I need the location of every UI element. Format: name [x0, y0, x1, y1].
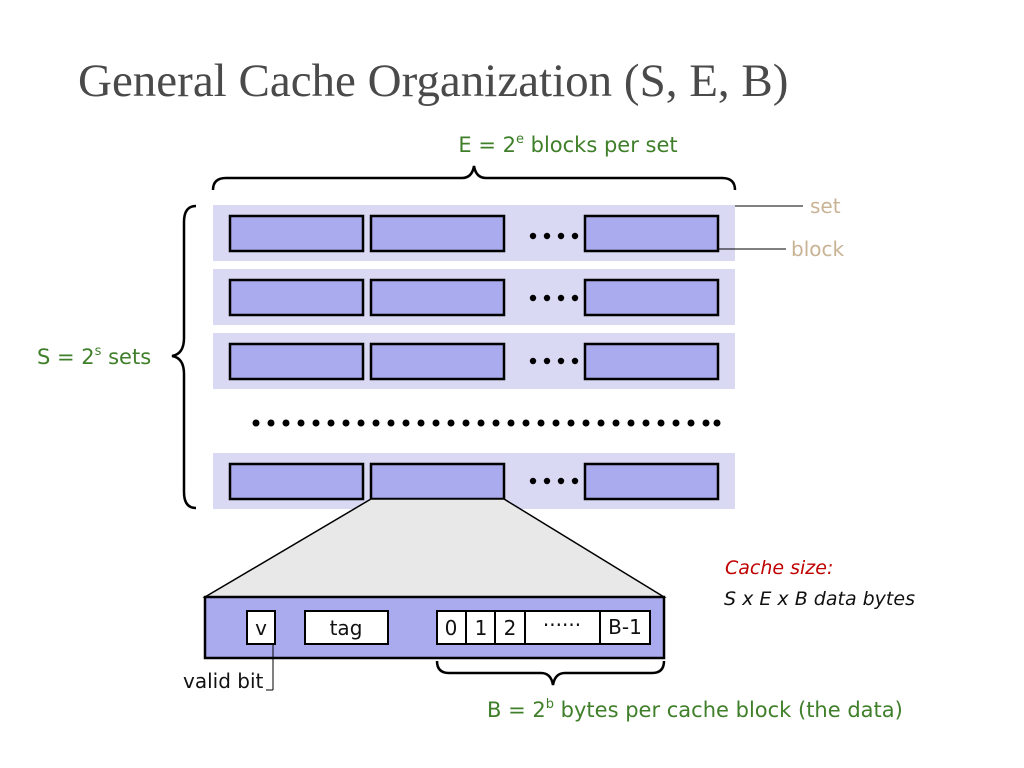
cache-block [583, 462, 720, 501]
blocks-per-set-brace [211, 165, 737, 191]
block-label: block [791, 237, 844, 261]
cache-block [583, 214, 720, 253]
more-sets-dots [252, 419, 721, 427]
valid-bit-cell [246, 610, 276, 645]
valid-bit-label: valid bit [183, 669, 264, 693]
cache-block [369, 214, 506, 253]
set-row [213, 453, 735, 509]
cache-block [228, 462, 365, 501]
bytes-brace [435, 660, 666, 686]
blocks-per-set-label: E = 2e blocks per set [458, 132, 677, 157]
cache-block [228, 214, 365, 253]
tag-cell [304, 610, 389, 645]
set-row [213, 269, 735, 325]
cache-size-heading: Cache size: [725, 557, 833, 579]
bytes-per-block-label: B = 2b bytes per cache block (the data) [487, 697, 903, 722]
set-row [213, 333, 735, 389]
valid-bit-text: v [255, 616, 267, 640]
ellipsis-dots [529, 294, 579, 302]
ellipsis-dots [529, 232, 579, 240]
cache-block [369, 278, 506, 317]
cache-block [369, 342, 506, 381]
byte-1: 1 [475, 616, 488, 640]
sets-label: S = 2s sets [37, 344, 151, 369]
zoom-projection [202, 498, 667, 598]
bytes-ellipsis: ······ [543, 613, 581, 637]
byte-2: 2 [504, 616, 517, 640]
byte-last: B-1 [608, 615, 642, 639]
cache-block-expanded [369, 462, 506, 501]
sets-brace [171, 204, 197, 510]
cache-block [228, 342, 365, 381]
ellipsis-dots [529, 477, 579, 485]
data-bytes [436, 610, 651, 645]
cache-block [583, 278, 720, 317]
cache-block [228, 278, 365, 317]
set-row [213, 205, 735, 261]
ellipsis-dots [529, 357, 579, 365]
set-label: set [810, 194, 841, 218]
slide-title: General Cache Organization (S, E, B) [78, 55, 789, 107]
tag-text: tag [330, 616, 363, 640]
byte-0: 0 [445, 616, 458, 640]
cache-size-formula: S x E x B data bytes [724, 588, 915, 610]
cache-block [583, 342, 720, 381]
